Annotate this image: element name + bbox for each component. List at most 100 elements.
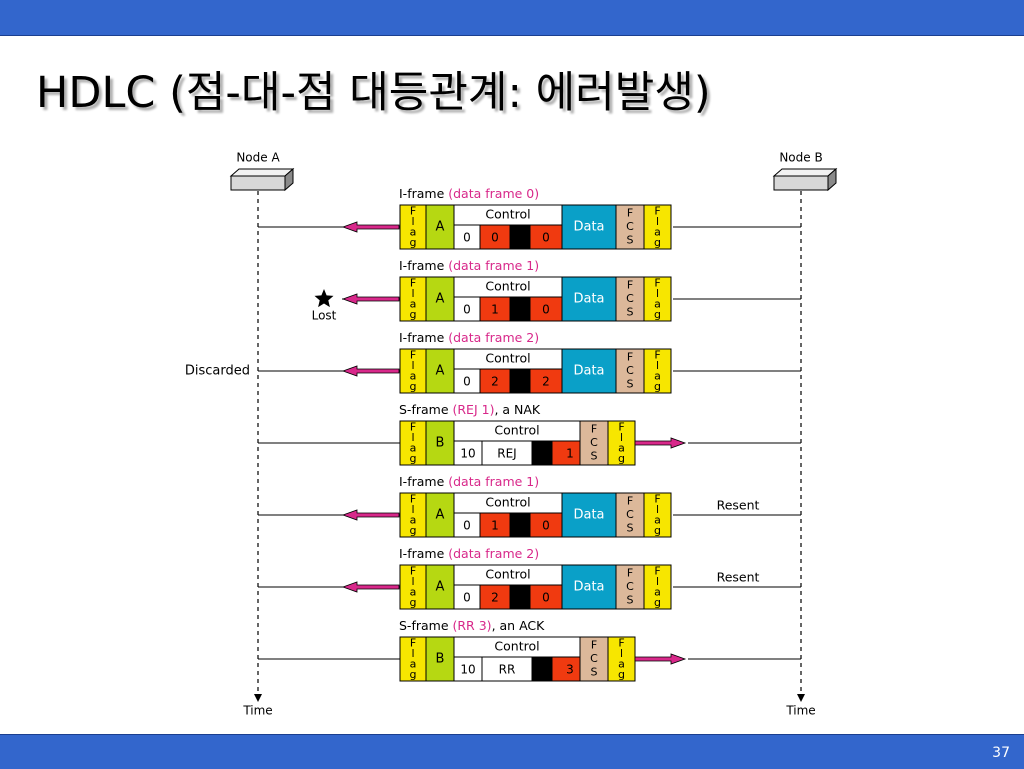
frame-7-address-label: B	[436, 652, 445, 667]
frame-7-flag-start-letter: F	[410, 636, 416, 649]
frame-2-address-label: A	[436, 292, 445, 307]
frame-6-pf-bit	[509, 584, 531, 610]
frame-6-flag-start-letter: l	[411, 575, 414, 588]
frame-6-fcs	[615, 564, 645, 610]
frame-3-caption: I-frame (data frame 2)	[399, 330, 539, 345]
frame-5-side-note: Resent	[717, 498, 760, 513]
frame-4-fcs-letter: C	[590, 436, 598, 449]
frame-3-data	[561, 348, 617, 394]
frame-6-flag-end-letter: l	[656, 575, 659, 588]
frame-3-flag-start-letter: g	[410, 380, 417, 393]
frame-3-flag-end-letter: F	[654, 348, 660, 361]
frame-6-nr: 0	[542, 591, 550, 605]
frame-4-flag-start-letter: l	[411, 431, 414, 444]
frame-5-ns: 1	[491, 519, 499, 533]
frame-1-caption: I-frame (data frame 0)	[399, 186, 539, 201]
frame-3-flag-start-letter: l	[411, 359, 414, 372]
frame-2-fcs-letter: S	[627, 305, 634, 318]
frame-3-fcs-letter: S	[627, 377, 634, 390]
frame-1-address-label: A	[436, 220, 445, 235]
node-a-box	[230, 175, 286, 191]
frame-7-pf-bit	[531, 656, 553, 682]
frame-7-nr: 3	[566, 663, 574, 677]
frame-3-ns: 2	[491, 375, 499, 389]
frame-2-flag-end-letter: l	[656, 287, 659, 300]
frame-7-fcs	[579, 636, 609, 682]
frame-5-flag-end-letter: g	[654, 524, 661, 537]
frame-1-flag-start-letter: a	[410, 225, 417, 238]
frame-2-data-label: Data	[573, 292, 604, 307]
bottom-bar: 37	[0, 734, 1024, 769]
frame-3-data-label: Data	[573, 364, 604, 379]
frame-3-address	[425, 348, 455, 394]
frame-3-flag-end-letter: a	[654, 369, 661, 382]
frame-2-flag-start-letter: F	[410, 276, 416, 289]
node-a-label: Node A	[236, 151, 280, 165]
frame-2-data	[561, 276, 617, 322]
frame-7-fcs-letter: C	[590, 652, 598, 665]
frame-1-nr-box	[529, 224, 563, 250]
frame-5-caption: I-frame (data frame 1)	[399, 474, 539, 489]
frame-5-flag-start-letter: l	[411, 503, 414, 516]
frame-2-flag-end-letter: F	[654, 276, 660, 289]
frame-4-type-bits: 10	[460, 447, 475, 461]
frame-4-address-label: B	[436, 436, 445, 451]
frame-3-flag-start-letter: F	[410, 348, 416, 361]
node-b-label: Node B	[779, 151, 822, 165]
frame-4-fcs-letter: S	[591, 449, 598, 462]
frame-7-flag-start-letter: g	[410, 668, 417, 681]
frame-6-data-label: Data	[573, 580, 604, 595]
frame-4-flag-end-letter: g	[618, 452, 625, 465]
frame-5-flag-end-letter: l	[656, 503, 659, 516]
frame-5-flag-start-letter: a	[410, 513, 417, 526]
frame-6-side-note: Resent	[717, 570, 760, 585]
node-a-box-top	[229, 168, 295, 177]
frame-2-bits: 0	[463, 303, 471, 317]
frame-6-flag-start-letter: g	[410, 596, 417, 609]
frame-1-control-label: Control	[485, 207, 530, 222]
frame-6-caption: I-frame (data frame 2)	[399, 546, 539, 561]
frame-4-flag-start-letter: F	[410, 420, 416, 433]
frame-7-flag-end-letter: g	[618, 668, 625, 681]
page-number: 37	[992, 745, 1010, 761]
node-a-time-arrowhead	[254, 694, 262, 702]
frame-7-flag-end-letter: l	[620, 647, 623, 660]
frame-5-nr: 0	[542, 519, 550, 533]
frame-2-flag-start-letter: l	[411, 287, 414, 300]
frame-6-fcs-letter: S	[627, 593, 634, 606]
frame-5-flag-end-letter: F	[654, 492, 660, 505]
frame-7-flag-start-letter: l	[411, 647, 414, 660]
frame-4-arrow	[634, 437, 687, 449]
frame-1-fcs	[615, 204, 645, 250]
frame-3-nr-box	[529, 368, 563, 394]
frame-4-control-label: Control	[494, 423, 539, 438]
frame-7-flag-end	[607, 636, 636, 682]
frame-6-bits: 0	[463, 591, 471, 605]
frame-5-nr-box	[529, 512, 563, 538]
frame-1-fcs-letter: C	[626, 220, 634, 233]
frame-3-address-label: A	[436, 364, 445, 379]
frame-7-code: RR	[499, 663, 516, 677]
frame-5-fcs-letter: S	[627, 521, 634, 534]
node-a-time-label: Time	[242, 704, 272, 718]
frame-3-side-note: Discarded	[185, 364, 250, 379]
frame-4-flag-end	[607, 420, 636, 466]
frame-6-data	[561, 564, 617, 610]
node-b-time-arrowhead	[797, 694, 805, 702]
frame-6-flag-start-letter: a	[410, 585, 417, 598]
frame-2-fcs-letter: F	[627, 279, 633, 292]
frame-5-flag-start-letter: F	[410, 492, 416, 505]
frame-6-fcs-letter: C	[626, 580, 634, 593]
frame-1-flag-start-letter: l	[411, 215, 414, 228]
frame-6-arrow	[341, 581, 400, 593]
frame-3-pf-bit	[509, 368, 531, 394]
frame-7-arrow	[634, 653, 687, 665]
frame-6-flag-start-letter: F	[410, 564, 416, 577]
frame-3-flag-end-letter: l	[656, 359, 659, 372]
frame-1-data-label: Data	[573, 220, 604, 235]
frame-2-nr: 0	[542, 303, 550, 317]
frame-7-caption: S-frame (RR 3), an ACK	[399, 618, 545, 633]
frame-7-code-box	[481, 656, 533, 682]
frame-2-ns: 1	[491, 303, 499, 317]
frame-1-ns-box	[479, 224, 511, 250]
